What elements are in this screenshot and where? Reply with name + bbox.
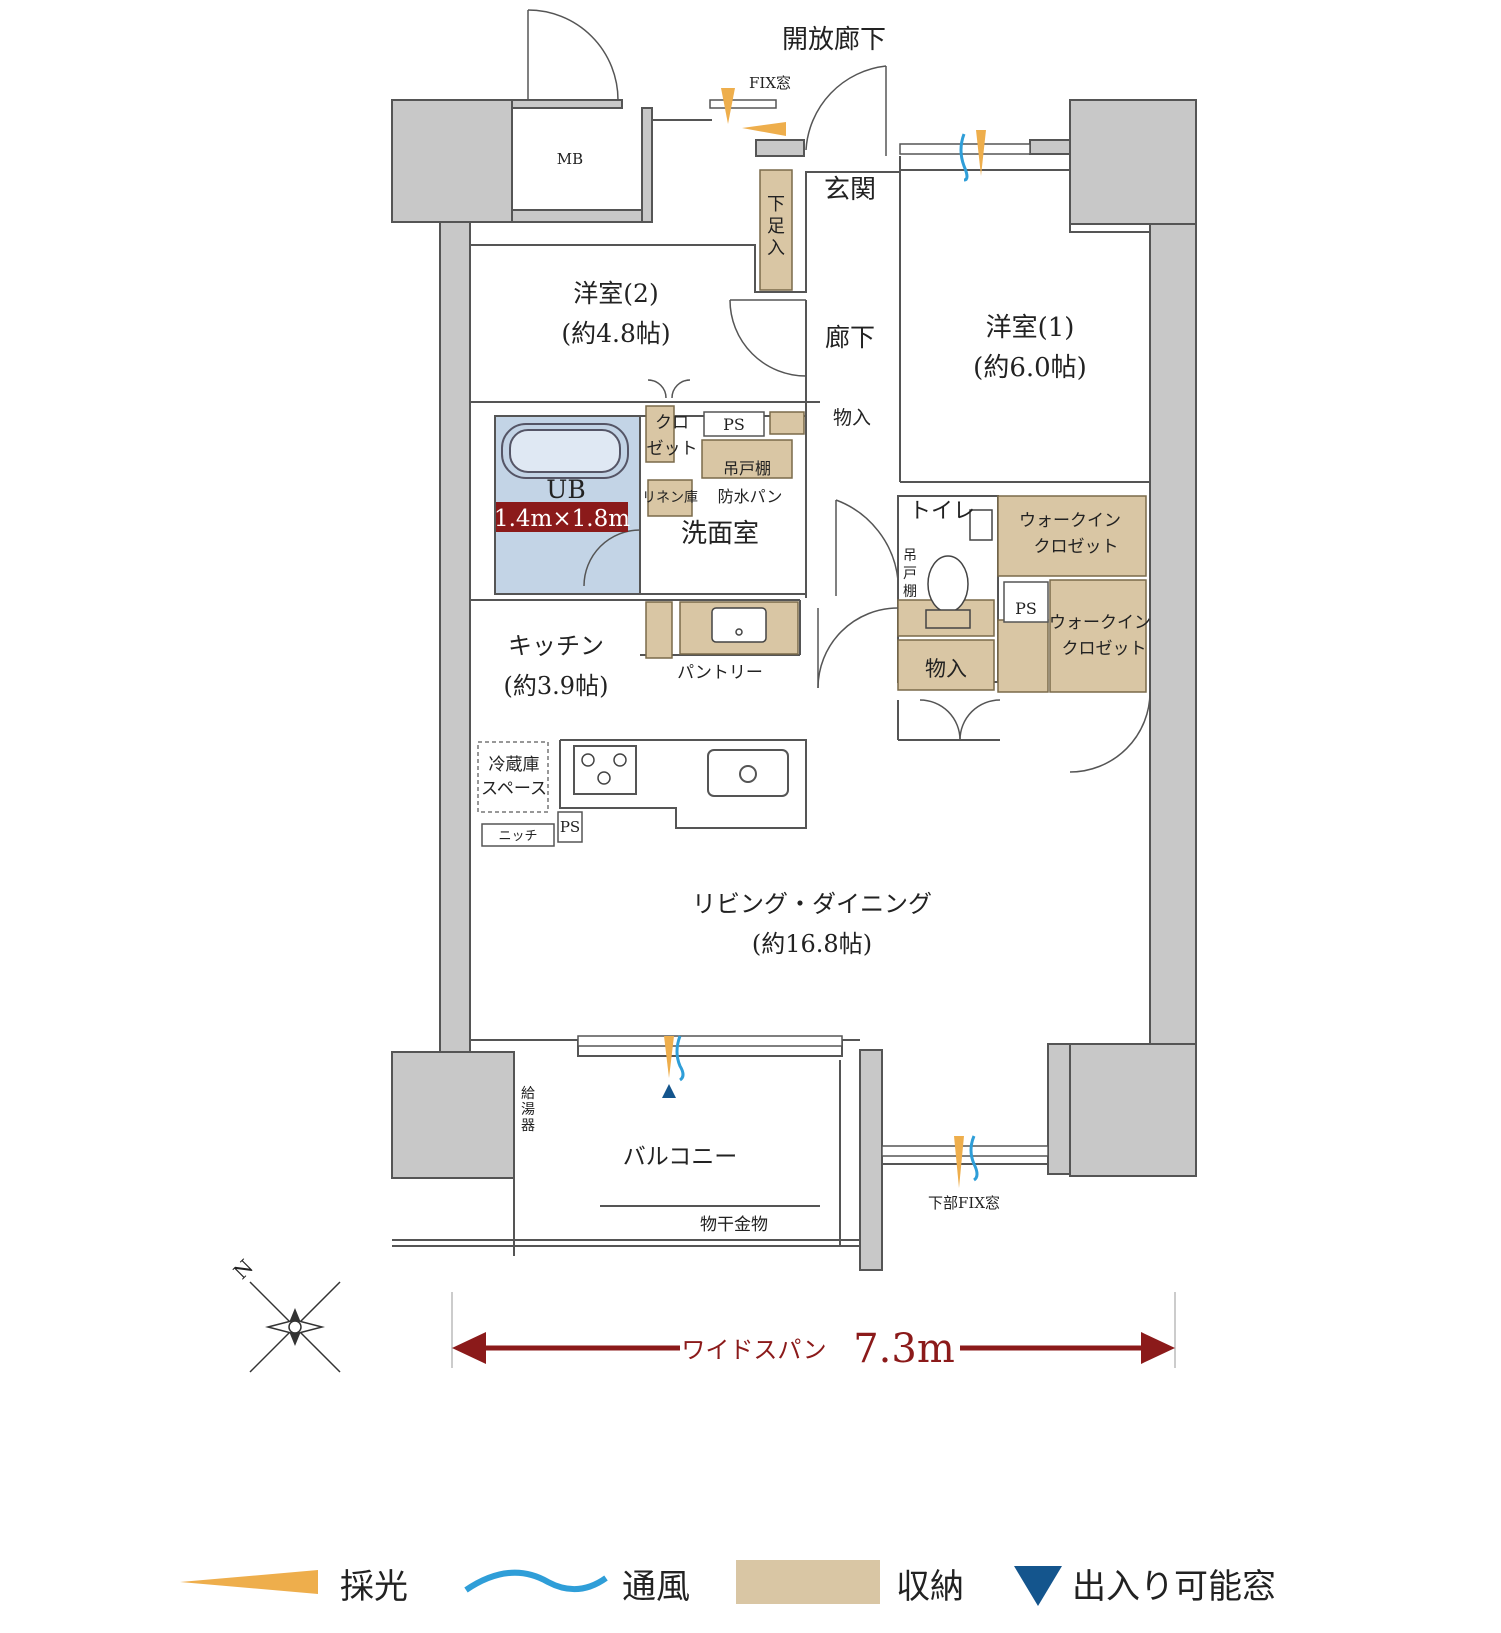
label-kitchen-size: (約3.9帖) xyxy=(504,672,609,700)
label-lower-fix: 下部FIX窓 xyxy=(928,1194,1000,1212)
span-arrow xyxy=(451,1292,1176,1368)
label-wic2-1: ウォークイン xyxy=(1049,613,1151,633)
label-heater-2: 湯 xyxy=(521,1101,535,1118)
light-icon xyxy=(180,1570,318,1594)
door-window-markers xyxy=(662,1084,676,1098)
label-niche: ニッチ xyxy=(498,829,537,844)
kitchen-counter xyxy=(559,739,807,829)
building-walls xyxy=(391,99,1197,1271)
label-waterproof-pan: 防水パン xyxy=(718,487,783,506)
label-span-prefix: ワイドスパン xyxy=(681,1336,826,1364)
wind-markers xyxy=(675,133,979,1182)
label-shoe-1: 下 xyxy=(767,194,785,215)
label-fridge-2: スペース xyxy=(481,779,547,799)
label-shoe-2: 足 xyxy=(767,216,785,237)
ub-size-badge xyxy=(496,502,628,532)
label-shoe-3: 入 xyxy=(767,238,785,259)
label-north: N xyxy=(229,1255,258,1284)
label-room2-name: 洋室(2) xyxy=(573,279,658,308)
label-toilet-shelf-2: 戸 xyxy=(903,566,917,582)
label-mb: MB xyxy=(557,150,583,168)
label-wic1-2: クロゼット xyxy=(1034,537,1119,557)
bathtub xyxy=(501,423,629,479)
light-markers xyxy=(664,88,986,1188)
label-kitchen-name: キッチン xyxy=(508,632,604,660)
storage-areas xyxy=(645,169,1147,693)
washbasin xyxy=(711,607,767,643)
label-ld-size: (約16.8帖) xyxy=(752,930,872,958)
label-washroom: 洗面室 xyxy=(681,519,759,549)
fridge-space xyxy=(477,741,549,813)
label-toilet-shelf-1: 吊 xyxy=(903,548,917,564)
label-ub-size: 1.4m×1.8m xyxy=(494,506,630,532)
door-window-icon xyxy=(1014,1566,1062,1606)
label-room1-size: (約6.0帖) xyxy=(973,353,1087,383)
label-fridge-1: 冷蔵庫 xyxy=(489,755,540,775)
label-balcony: バルコニー xyxy=(623,1144,738,1170)
label-toilet-shelf-3: 棚 xyxy=(903,584,917,600)
label-ld-name: リビング・ダイニング xyxy=(692,890,932,918)
legend-label-storage: 収納 xyxy=(896,1567,964,1607)
label-ps-kitchen: PS xyxy=(560,818,580,836)
label-room1-name: 洋室(1) xyxy=(986,313,1075,343)
door-swings xyxy=(527,9,1151,773)
label-genkan: 玄関 xyxy=(824,175,876,205)
compass-icon xyxy=(249,1281,341,1373)
label-ps-top: PS xyxy=(723,415,745,434)
label-hallway: 廊下 xyxy=(825,323,875,352)
label-storage-hall: 物入 xyxy=(833,407,871,429)
label-span-value: 7.3m xyxy=(853,1326,955,1372)
label-room2-size: (約4.8帖) xyxy=(561,319,670,348)
label-heater-3: 器 xyxy=(521,1118,535,1134)
label-ps-wic: PS xyxy=(1015,599,1037,618)
label-linen: リネン庫 xyxy=(642,489,698,506)
legend-label-door-window: 出入り可能窓 xyxy=(1072,1567,1276,1607)
label-pantry: パントリー xyxy=(677,663,763,683)
storage-swatch-icon xyxy=(736,1560,880,1604)
label-drying: 物干金物 xyxy=(700,1215,768,1235)
label-heater-1: 給 xyxy=(521,1086,535,1102)
wind-icon xyxy=(464,1569,608,1593)
label-wic1-1: ウォークイン xyxy=(1019,511,1121,531)
windows xyxy=(577,99,1049,1157)
legend-label-light: 採光 xyxy=(340,1567,408,1607)
label-storage-toilet: 物入 xyxy=(925,657,967,681)
label-closet-2: ゼット xyxy=(647,439,698,459)
legend-label-wind: 通風 xyxy=(622,1567,690,1607)
label-upper-shelf: 吊戸棚 xyxy=(723,459,771,478)
label-wic2-2: クロゼット xyxy=(1062,639,1147,659)
label-corridor-open: 開放廊下 xyxy=(782,25,886,55)
label-closet-1: クロ xyxy=(655,413,689,433)
label-fix-window: FIX窓 xyxy=(749,74,791,92)
label-ub: UB xyxy=(546,475,585,504)
legend: 採光 通風 収納 出入り可能窓 xyxy=(180,1560,1276,1607)
ps-boxes xyxy=(481,411,1049,847)
label-toilet: トイレ xyxy=(909,499,975,524)
stove-burners xyxy=(581,753,627,785)
room-labels: 開放廊下 FIX窓 MB 玄関 下 足 入 洋室(2) (約4.8帖) 廊下 洋… xyxy=(229,25,1151,1372)
toilet-fixture xyxy=(925,509,993,629)
